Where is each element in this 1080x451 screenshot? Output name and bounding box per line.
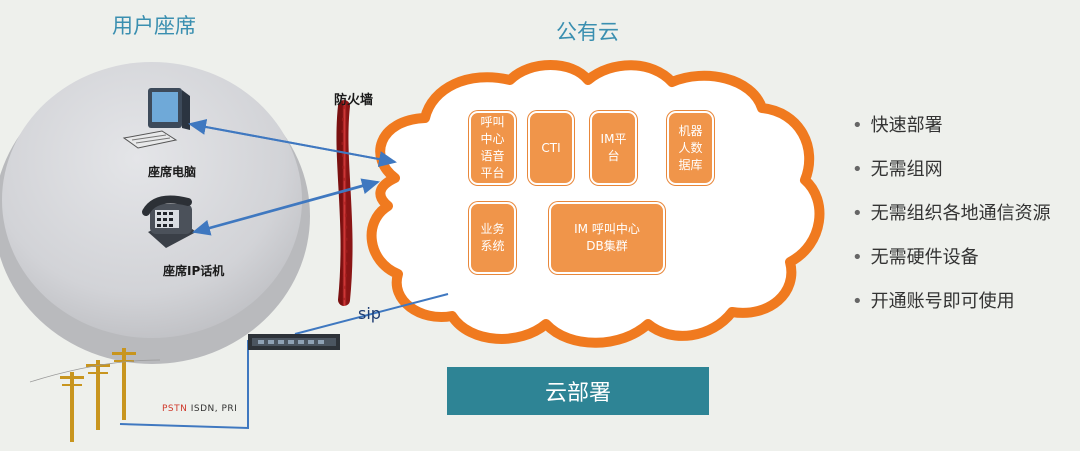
im-platform-label: IM平 台 (600, 132, 627, 163)
cti-label: CTI (541, 140, 561, 155)
call-voice-platform-label: 呼叫 中心 语音 平台 (480, 115, 505, 180)
firewall-label: 防火墙 (334, 93, 374, 108)
telephone-poles-icon (29, 348, 161, 442)
feature-text: 快速部署 (870, 115, 943, 136)
sip-label: sip (358, 304, 381, 323)
public-cloud-title: 公有云 (556, 20, 619, 44)
isdn-pri-text: ISDN, PRI (190, 404, 238, 414)
feature-text: 无需组织各地通信资源 (870, 203, 1051, 224)
cloud-deploy-banner: 云部署 (447, 367, 709, 415)
feature-item: •无需组织各地通信资源 (852, 203, 1051, 224)
sip-link (119, 293, 449, 430)
pstn-label: PSTN ISDN, PRI (162, 404, 237, 414)
im-platform-box: IM平 台 (590, 111, 637, 185)
firewall-icon (336, 100, 353, 306)
feature-text: 无需硬件设备 (870, 247, 979, 268)
user-seat-title: 用户座席 (112, 14, 196, 38)
pc-label: 座席电脑 (148, 165, 197, 179)
im-db-cluster-box: IM 呼叫中心 DB集群 (549, 202, 665, 274)
arrow-pc-to-cloud (194, 124, 397, 167)
arrow-phone-to-cloud (195, 178, 380, 233)
im-db-cluster-label: IM 呼叫中心 DB集群 (574, 222, 640, 253)
feature-item: •快速部署 (852, 115, 943, 136)
computer-icon (122, 88, 190, 149)
robot-db-label: 机器 人数 据库 (678, 123, 703, 172)
robot-db-box: 机器 人数 据库 (667, 111, 714, 185)
cti-box: CTI (528, 111, 574, 185)
feature-text: 无需组网 (870, 159, 943, 180)
business-system-label: 业务 系统 (480, 222, 505, 253)
call-voice-platform-box: 呼叫 中心 语音 平台 (469, 111, 516, 185)
feature-item: •无需硬件设备 (852, 247, 979, 268)
feature-item: •开通账号即可使用 (852, 291, 1015, 312)
gateway-device-icon (248, 334, 340, 350)
ip-phone-icon (142, 195, 196, 248)
feature-list: •快速部署 •无需组网 •无需组织各地通信资源 •无需硬件设备 •开通账号即可使… (852, 110, 1051, 330)
feature-item: •无需组网 (852, 159, 943, 180)
feature-text: 开通账号即可使用 (870, 291, 1015, 312)
connection-arrows (188, 119, 397, 236)
ip-phone-label: 座席IP话机 (163, 264, 225, 278)
pstn-text: PSTN (162, 404, 188, 414)
business-system-box: 业务 系统 (469, 202, 516, 274)
